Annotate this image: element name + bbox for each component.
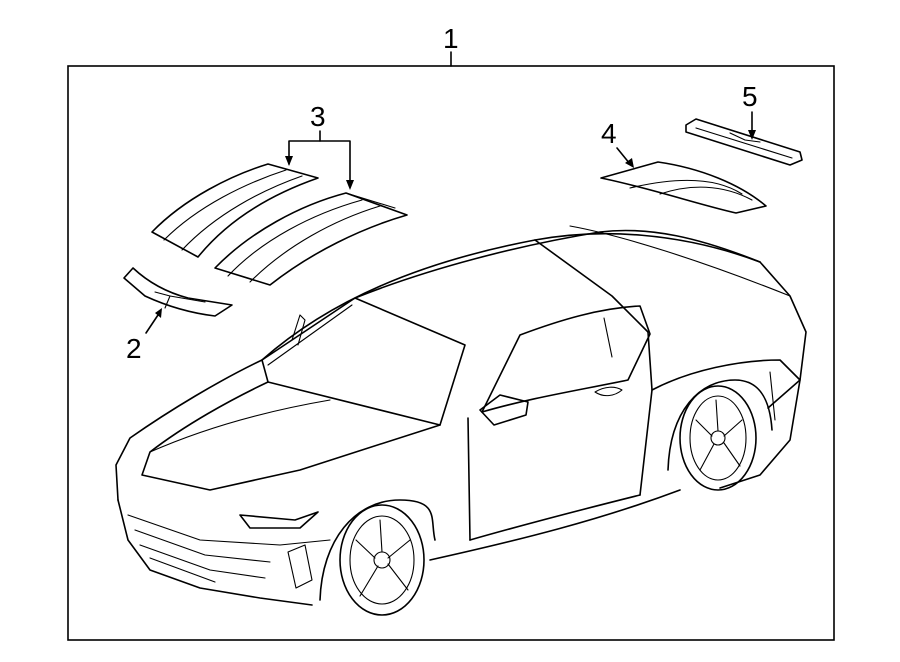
callout-5-arrow xyxy=(748,130,756,140)
part-3-stripe-left[interactable] xyxy=(151,163,319,258)
callout-1[interactable]: 1 xyxy=(443,23,459,67)
diagram-frame xyxy=(67,65,835,641)
callout-2-leader xyxy=(145,311,161,334)
callout-2[interactable]: 2 xyxy=(126,308,162,364)
part-5-rear-spoiler-stripe[interactable] xyxy=(685,118,803,166)
callout-4-label: 4 xyxy=(601,118,617,149)
callout-4[interactable]: 4 xyxy=(601,118,634,168)
callout-2-label: 2 xyxy=(126,333,142,364)
callout-3[interactable]: 3 xyxy=(285,101,354,190)
callout-3-arrow-right xyxy=(346,180,354,190)
callout-3-label: 3 xyxy=(310,101,326,132)
callout-3-arrow-left xyxy=(285,156,293,166)
callout-1-label: 1 xyxy=(443,23,459,54)
callout-5[interactable]: 5 xyxy=(742,81,758,140)
callout-2-arrow xyxy=(155,308,162,318)
callout-4-arrow xyxy=(625,158,634,168)
callout-5-label: 5 xyxy=(742,81,758,112)
part-2-front-spoiler-stripe[interactable] xyxy=(123,267,233,317)
part-4-deck-lid-stripe[interactable] xyxy=(600,161,767,214)
vehicle-illustration xyxy=(115,225,807,616)
part-3-stripe-right[interactable] xyxy=(214,192,408,286)
